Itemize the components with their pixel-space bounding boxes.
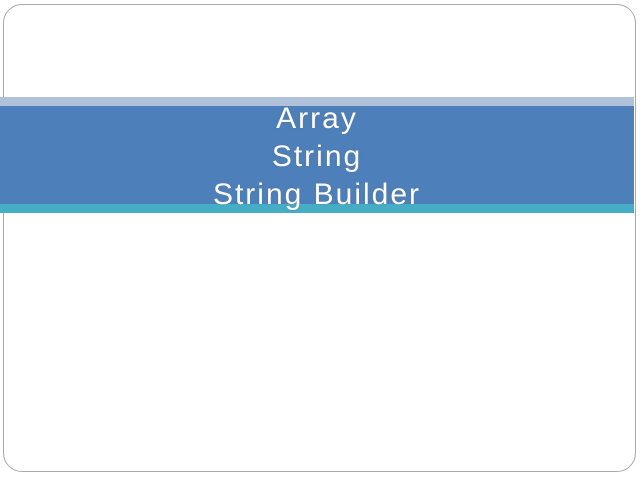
slide-title: Array String String Builder [0, 100, 634, 214]
title-banner [0, 97, 634, 213]
title-line-array: Array [276, 102, 358, 135]
banner-main-band [0, 106, 634, 204]
banner-bottom-strip [0, 204, 634, 213]
title-line-string: String [271, 140, 363, 173]
title-line-string-builder: String Builder [212, 178, 422, 211]
slide-background [3, 4, 636, 472]
banner-top-strip [0, 97, 634, 106]
